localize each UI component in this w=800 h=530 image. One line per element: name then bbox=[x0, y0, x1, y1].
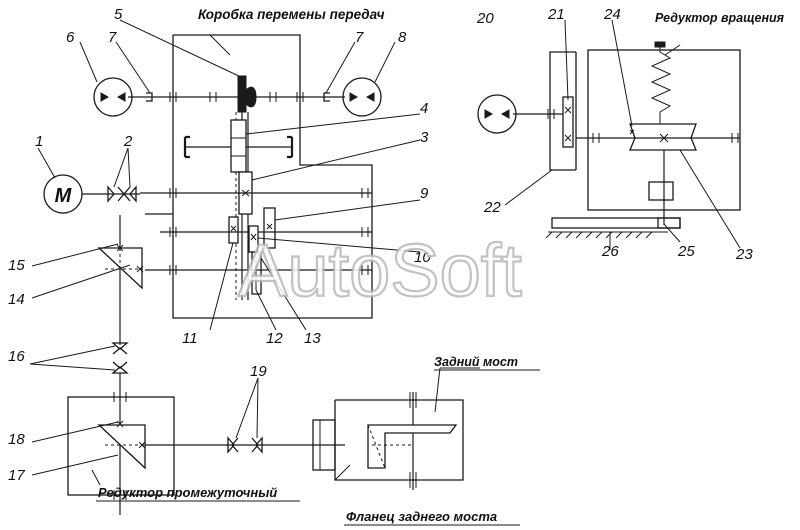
title-rotation-reducer: Редуктор вращения bbox=[655, 11, 785, 25]
gearbox-housing bbox=[172, 34, 373, 319]
intermediate-reducer bbox=[67, 392, 345, 500]
rotation-reducer bbox=[576, 41, 741, 225]
callout-26: 26 bbox=[601, 243, 619, 260]
title-intermediate-reducer: Редуктор промежуточный bbox=[98, 485, 277, 500]
callout-13: 13 bbox=[304, 330, 321, 347]
rear-axle bbox=[312, 392, 464, 490]
callout-7-right: 7 bbox=[355, 29, 364, 46]
callout-24: 24 bbox=[603, 6, 621, 23]
gear-9 bbox=[263, 207, 276, 249]
callout-4: 4 bbox=[420, 100, 428, 117]
motor-letter: M bbox=[55, 185, 73, 207]
title-rear-axle: Задний мост bbox=[434, 355, 518, 369]
callout-19: 19 bbox=[250, 363, 267, 380]
gearbox-shaft-lower bbox=[160, 227, 372, 237]
callout-17: 17 bbox=[8, 467, 25, 484]
callout-18: 18 bbox=[8, 431, 25, 448]
callout-1: 1 bbox=[35, 133, 43, 150]
callout-16: 16 bbox=[8, 348, 25, 365]
leader-lines bbox=[29, 19, 741, 486]
callout-2: 2 bbox=[123, 133, 133, 150]
sensor-20 bbox=[477, 94, 517, 134]
callout-12: 12 bbox=[266, 330, 283, 347]
sensor-8 bbox=[342, 77, 382, 117]
gear-12 bbox=[251, 251, 262, 295]
platform-25-26 bbox=[545, 217, 681, 239]
callout-7-left: 7 bbox=[108, 29, 117, 46]
bevel-box-14-15 bbox=[97, 213, 173, 345]
gear-5 bbox=[237, 75, 257, 113]
motor-1: M bbox=[43, 174, 140, 214]
callout-6: 6 bbox=[66, 29, 75, 46]
callout-5: 5 bbox=[114, 6, 123, 23]
clutch-2 bbox=[107, 185, 137, 203]
callout-10: 10 bbox=[414, 249, 431, 266]
title-gearbox: Коробка перемены передач bbox=[198, 7, 385, 22]
sensor-6 bbox=[93, 77, 133, 117]
gearbox-shaft-bottom bbox=[145, 265, 372, 275]
callout-15: 15 bbox=[8, 257, 25, 274]
callout-14: 14 bbox=[8, 291, 25, 308]
gear-4 bbox=[183, 119, 294, 173]
title-rear-axle-flange: Фланец заднего моста bbox=[346, 509, 497, 524]
gear-11 bbox=[228, 216, 239, 244]
callout-20: 20 bbox=[476, 10, 494, 27]
callout-22: 22 bbox=[483, 199, 501, 216]
callout-25: 25 bbox=[677, 243, 695, 260]
callout-8: 8 bbox=[398, 29, 407, 46]
callout-11: 11 bbox=[182, 330, 198, 347]
callout-numbers: 1 2 3 4 5 6 7 7 8 9 10 11 12 13 14 15 16… bbox=[8, 6, 753, 484]
callout-21: 21 bbox=[547, 6, 565, 23]
gearbox-shaft-upper bbox=[140, 188, 372, 198]
top-shaft bbox=[128, 92, 345, 102]
callout-9: 9 bbox=[420, 185, 429, 202]
callout-3: 3 bbox=[420, 129, 429, 146]
watermark: AutoSoft bbox=[238, 229, 522, 312]
callout-23: 23 bbox=[735, 246, 753, 263]
clutch-19 bbox=[227, 436, 263, 454]
